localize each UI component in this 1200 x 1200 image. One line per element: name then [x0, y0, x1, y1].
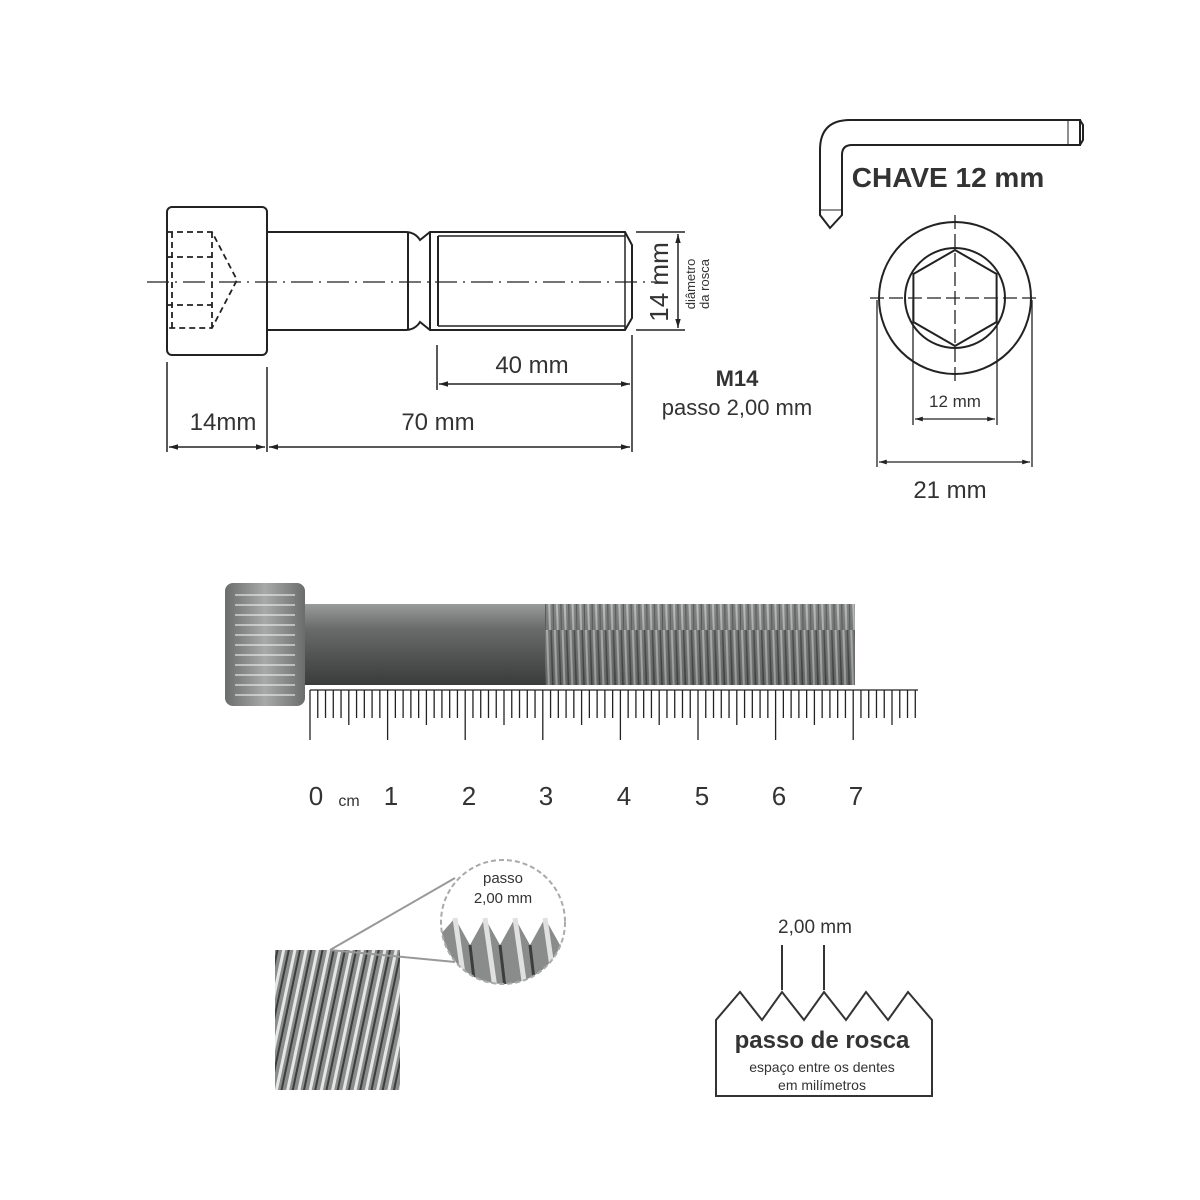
ruler-label-4: 4 — [617, 781, 631, 811]
thread-diameter-label: 14 mm — [644, 242, 674, 321]
socket-top-view — [870, 215, 1040, 467]
thread-closeup — [275, 859, 566, 1090]
spec-pitch: passo 2,00 mm — [662, 395, 812, 420]
ruler-label-6: 6 — [772, 781, 786, 811]
pitch-desc-1: espaço entre os dentes — [749, 1059, 895, 1075]
pitch-measure: 2,00 mm — [778, 917, 852, 938]
spec-title: M14 — [716, 366, 760, 391]
bolt-side-view — [147, 206, 662, 356]
diameter-caption-2: da rosca — [697, 258, 712, 309]
ruler-label-5: 5 — [695, 781, 709, 811]
ruler — [309, 689, 918, 740]
dimension-lines — [166, 231, 685, 452]
ruler-label-2: 2 — [462, 781, 476, 811]
ruler-unit: cm — [338, 793, 359, 810]
closeup-label-2: 2,00 mm — [474, 890, 532, 907]
bolt-photo — [225, 583, 855, 706]
ruler-label-0: 0 — [309, 781, 323, 811]
hex-size-label: 12 mm — [929, 392, 981, 411]
pitch-diagram — [715, 945, 933, 1097]
closeup-label-1: passo — [483, 870, 523, 887]
wrench-title: CHAVE 12 mm — [852, 162, 1044, 193]
head-diameter-label: 21 mm — [913, 477, 986, 504]
ruler-label-7: 7 — [849, 781, 863, 811]
pitch-desc-2: em milímetros — [778, 1077, 866, 1093]
ruler-label-3: 3 — [539, 781, 553, 811]
diameter-caption-1: diâmetro — [683, 259, 698, 310]
allen-key-icon — [819, 119, 1084, 230]
thread-length-label: 40 mm — [495, 352, 568, 379]
head-length-label: 14mm — [190, 409, 257, 436]
pitch-title: passo de rosca — [735, 1027, 910, 1054]
total-length-label: 70 mm — [401, 409, 474, 436]
hex-socket-hidden-lines — [167, 231, 239, 329]
ruler-label-1: 1 — [384, 781, 398, 811]
